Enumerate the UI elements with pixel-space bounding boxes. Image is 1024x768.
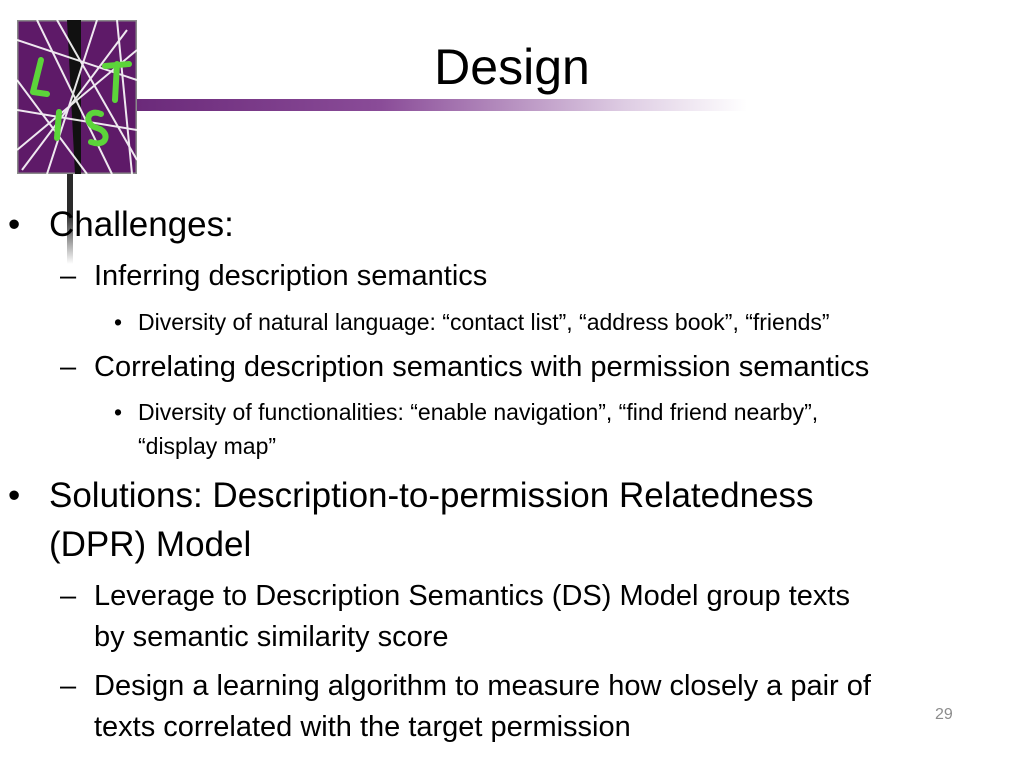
bullet-challenges: Challenges: <box>49 205 234 244</box>
title-underline-bar <box>137 99 747 111</box>
bullet-marker: • <box>114 309 123 335</box>
sub-design-cont: texts correlated with the target permiss… <box>94 711 631 743</box>
sub-leverage-cont: by semantic similarity score <box>94 621 449 653</box>
bullet-marker: • <box>8 205 21 244</box>
bullet-solutions-cont: (DPR) Model <box>49 525 252 564</box>
subsub-diversity-functionalities-cont: “display map” <box>138 433 277 459</box>
dash-marker: – <box>60 260 77 292</box>
sub-leverage: Leverage to Description Semantics (DS) M… <box>94 580 850 612</box>
dash-marker: – <box>60 351 77 383</box>
lis-logo-icon <box>17 20 137 174</box>
sub-correlating: Correlating description semantics with p… <box>94 351 870 383</box>
bullet-marker: • <box>8 476 21 515</box>
sub-design: Design a learning algorithm to measure h… <box>94 670 871 702</box>
subsub-diversity-functionalities: Diversity of functionalities: “enable na… <box>138 399 819 425</box>
subsub-diversity-language: Diversity of natural language: “contact … <box>138 309 830 335</box>
bullet-solutions: Solutions: Description-to-permission Rel… <box>49 476 814 515</box>
dash-marker: – <box>60 580 77 612</box>
accent-vertical-bar <box>67 174 73 264</box>
dash-marker: – <box>60 670 77 702</box>
sub-inferring: Inferring description semantics <box>94 260 488 292</box>
slide-title: Design <box>434 39 590 95</box>
page-number: 29 <box>935 706 953 723</box>
bullet-marker: • <box>114 399 123 425</box>
